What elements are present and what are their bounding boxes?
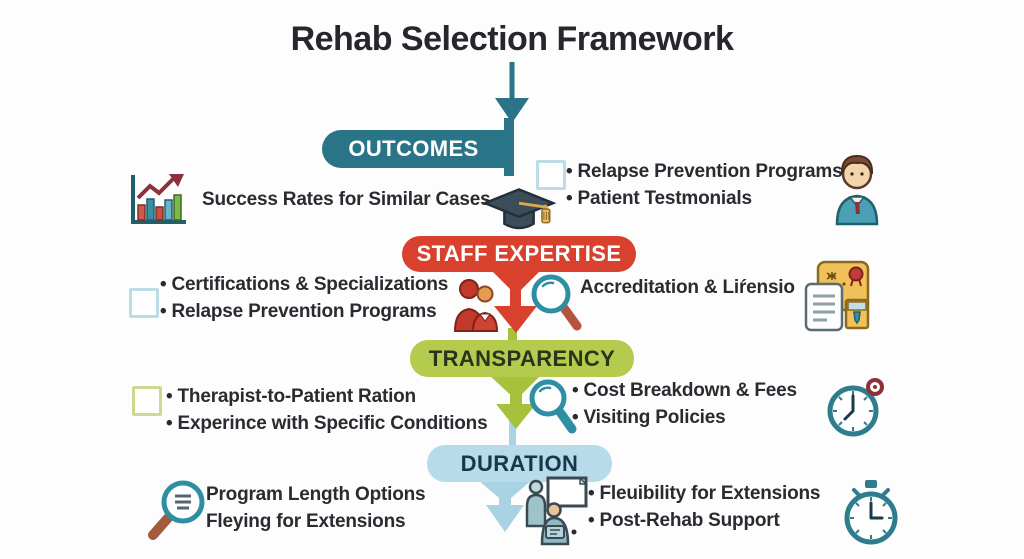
certificate-icon (804, 258, 872, 336)
magnifier-icon (524, 376, 578, 436)
outcomes-right-list: Relapse Prevention Programs Patient Test… (566, 158, 843, 212)
bar-chart-icon (126, 169, 190, 229)
checkbox-icon (132, 386, 162, 416)
checkbox-icon (129, 288, 159, 318)
list-item: Therapist-to-Patient Ration (166, 383, 487, 410)
list-item: Experince with Specific Conditions (166, 410, 488, 437)
section-banner-duration: DURATION (427, 445, 612, 482)
clock-icon (826, 376, 884, 440)
list-item: Fleying for Extensions (206, 511, 406, 532)
section-banner-staff-expertise: STAFF EXPERTISE (402, 236, 636, 272)
checkbox-icon (536, 160, 566, 190)
outcomes-left-item: Success Rates for Similar Cases (126, 169, 491, 229)
section-banner-outcomes: OUTCOMES (322, 130, 505, 168)
list-item: Cost Breakdown & Fees (572, 377, 798, 404)
search-document-icon (146, 477, 212, 543)
page-title: Rehab Selection Framework (290, 20, 734, 58)
presentation-icon (522, 474, 590, 548)
duration-left-text: Program Length Options Fleying for Exten… (206, 481, 426, 535)
list-item: Post-Rehab Support (588, 507, 820, 534)
stopwatch-icon (842, 478, 900, 546)
magnifier-icon (526, 271, 582, 333)
people-icon (452, 277, 502, 333)
list-item: Patient Testmonials (566, 185, 842, 212)
list-item: Fleuibility for Extensions (588, 480, 821, 507)
transparency-left-list: Therapist-to-Patient Ration Experince wi… (166, 383, 488, 437)
staff-left-list: Certifications & Specializations Relapse… (160, 271, 449, 325)
transparency-right-list: Cost Breakdown & Fees Visiting Policies (572, 377, 798, 431)
duration-right-list: Fleuibility for Extensions Post-Rehab Su… (588, 480, 821, 534)
graduation-cap-icon (477, 182, 561, 236)
person-icon (828, 150, 886, 226)
list-item: Certifications & Specializations (160, 271, 449, 298)
list-item: Relapse Prevention Programs (160, 298, 448, 325)
list-item: Success Rates for Similar Cases (202, 188, 491, 210)
staff-right-item: Accreditation & Liŕensio (580, 277, 795, 298)
list-item: Program Length Options (206, 484, 426, 505)
section-banner-transparency: TRANSPARENCY (410, 340, 634, 377)
list-item: Visiting Policies (572, 404, 797, 431)
list-item: Relapse Prevention Programs (566, 158, 843, 185)
